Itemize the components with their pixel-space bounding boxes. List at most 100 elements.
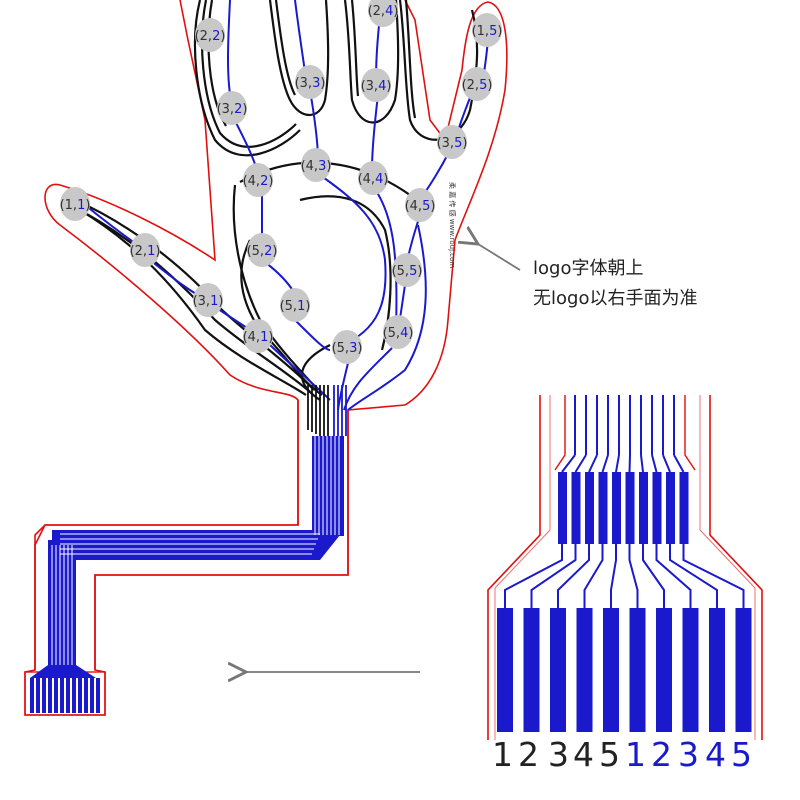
connector-pad — [629, 608, 646, 732]
sensor-node-label: (3,1) — [193, 294, 224, 309]
sensor-node: (5,1) — [280, 288, 311, 322]
sensor-node-dot — [358, 161, 388, 195]
sensor-node: (5,3) — [332, 330, 363, 364]
sensor-node: (3,1) — [193, 283, 224, 317]
pin-label: 5 — [599, 735, 620, 774]
sensor-node-dot — [462, 67, 492, 101]
cable-neck — [307, 385, 329, 436]
sensor-node-label: (4,5) — [405, 199, 436, 214]
connector-finger — [612, 472, 621, 544]
sensor-node-dot — [405, 188, 435, 222]
sensor-node-label: (3,3) — [295, 76, 326, 91]
sensor-node-dot — [361, 68, 391, 102]
sensor-node: (1,1) — [60, 187, 91, 221]
logo-arrow — [478, 244, 521, 271]
pin-label: 5 — [731, 735, 752, 774]
sensor-node-label: (5,2) — [247, 244, 278, 259]
sensor-node: (5,4) — [383, 315, 414, 349]
connector-pad — [497, 608, 513, 732]
sensor-node-label: (2,4) — [368, 4, 399, 19]
sensor-node: (2,1) — [130, 233, 160, 267]
sensor-node-dot — [301, 148, 331, 182]
sensor-node-dot — [243, 163, 273, 197]
sensor-nodes: (1,1) (2,1) (3,1) (4,1) (5,1) (2,2) (3,2) (4,2)… — [60, 0, 503, 364]
sensor-node-dot — [60, 187, 90, 221]
connector-finger — [558, 472, 567, 544]
sensor-node: (5,5) — [392, 253, 423, 287]
sensor-node-dot — [437, 125, 467, 159]
sensor-node: (3,4) — [361, 68, 392, 102]
logo-text: 柔 嘉 传 感 www.rouj.com — [448, 182, 457, 268]
sensor-node-dot — [193, 283, 223, 317]
sensor-node: (2,2) — [195, 18, 226, 52]
connector-finger — [652, 472, 662, 544]
sensor-node: (1,5) — [472, 13, 503, 47]
sensor-node-dot — [295, 65, 325, 99]
sensor-node: (4,3) — [301, 148, 332, 182]
sensor-node-label: (2,2) — [195, 29, 226, 44]
small-connector — [24, 665, 106, 716]
connector-finger — [625, 472, 635, 544]
connector-finger — [571, 472, 581, 544]
pin-label: 1 — [625, 735, 646, 774]
connector-pad — [523, 608, 540, 732]
connector-finger — [598, 472, 608, 544]
pin-label: 2 — [518, 735, 539, 774]
sensor-node-dot — [368, 0, 398, 27]
sensor-node: (2,4) — [368, 0, 399, 27]
sensor-node: (4,5) — [405, 188, 436, 222]
sensor-node-label: (4,2) — [243, 174, 274, 189]
sensor-node: (4,1) — [243, 319, 274, 353]
sensor-node-label: (5,5) — [392, 264, 423, 279]
cable-neck-blue — [333, 385, 347, 436]
connector-finger — [639, 472, 648, 544]
sensor-node-dot — [195, 18, 225, 52]
pin-label: 4 — [705, 735, 726, 774]
connector-pad — [656, 608, 672, 732]
sensor-node-label: (3,5) — [437, 136, 468, 151]
connector-finger — [585, 472, 594, 544]
sensor-node-label: (5,1) — [280, 299, 311, 314]
connector-pad — [735, 608, 752, 732]
sensor-node: (5,2) — [247, 233, 278, 267]
pin-label: 3 — [678, 735, 699, 774]
sensor-node-label: (3,4) — [361, 79, 392, 94]
sensor-node: (3,3) — [295, 65, 326, 99]
annotation-line-2: 无logo以右手面为准 — [533, 288, 697, 309]
ribbon-cable-lines — [51, 436, 340, 665]
sensor-node-dot — [472, 13, 502, 47]
pin-label: 2 — [651, 735, 672, 774]
sensor-node-label: (5,3) — [332, 341, 363, 356]
sensor-node-label: (3,2) — [217, 102, 248, 117]
sensor-node-dot — [332, 330, 362, 364]
pin-label: 1 — [492, 735, 513, 774]
sensor-node-dot — [243, 319, 273, 353]
sensor-node-dot — [383, 315, 413, 349]
sensor-node-label: (5,4) — [383, 326, 414, 341]
pin-label: 4 — [573, 735, 594, 774]
sensor-node-dot — [217, 91, 247, 125]
sensor-node: (2,5) — [462, 67, 493, 101]
connector-pad — [682, 608, 699, 732]
cable-outline — [34, 400, 349, 670]
sensor-node-dot — [247, 233, 277, 267]
sensor-node-label: (4,3) — [301, 159, 332, 174]
sensor-node: (4,2) — [243, 163, 274, 197]
sensor-node-label: (1,1) — [60, 198, 91, 213]
sensor-node-dot — [392, 253, 422, 287]
connector-pad — [576, 608, 593, 732]
sensor-node-label: (1,5) — [472, 24, 503, 39]
sensor-node-dot — [130, 233, 160, 267]
connector-detail — [487, 395, 763, 740]
sensor-node: (3,5) — [437, 125, 468, 159]
sensor-node: (3,2) — [217, 91, 248, 125]
annotation-line-1: logo字体朝上 — [533, 258, 643, 279]
ribbon-cable — [48, 436, 344, 670]
connector-pad — [550, 608, 566, 732]
connector-pad — [709, 608, 725, 732]
sensor-node-label: (4,4) — [358, 172, 389, 187]
sensor-node-label: (2,5) — [462, 78, 493, 93]
connector-pad — [603, 608, 619, 732]
sensor-node-label: (4,1) — [243, 330, 274, 345]
connector-finger — [679, 472, 689, 544]
